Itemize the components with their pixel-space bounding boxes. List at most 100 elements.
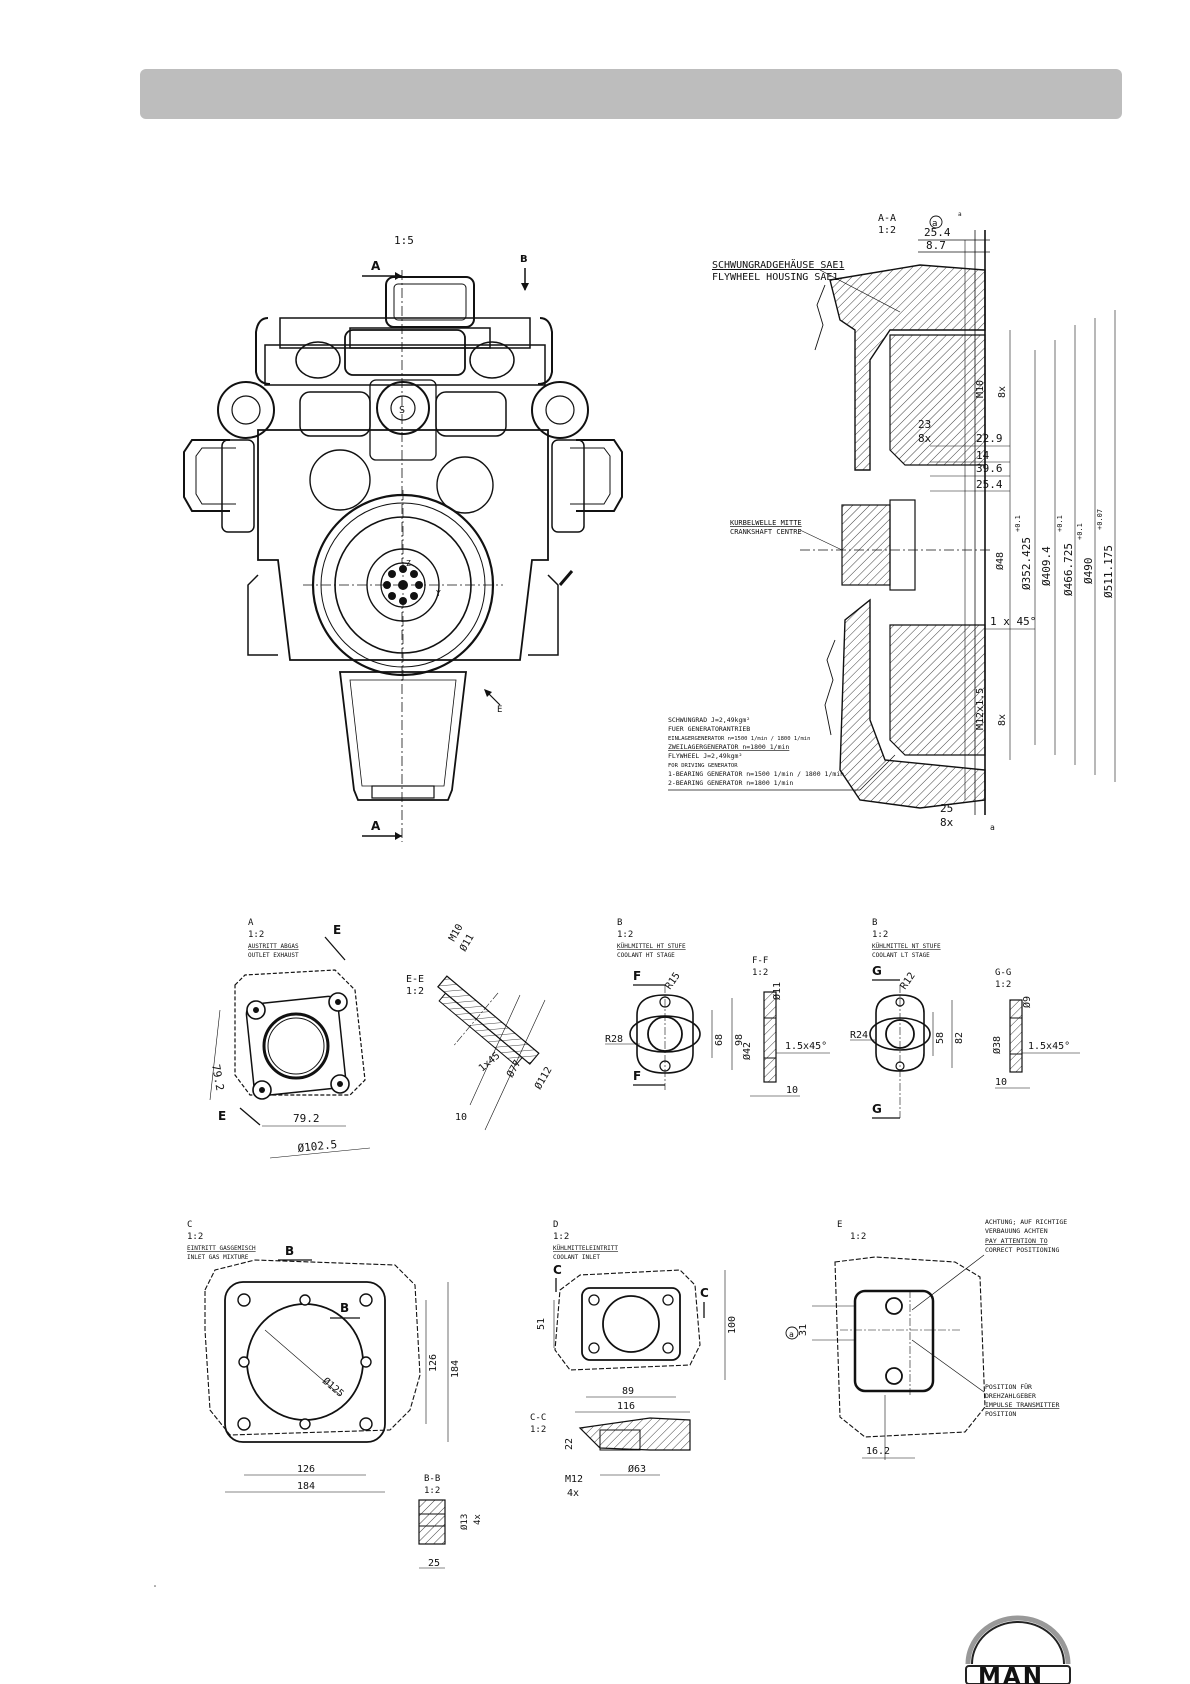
dim-d9: Ø9 [1021, 996, 1033, 1008]
dim-m12-count: 8x [997, 714, 1008, 726]
dim-d63: Ø63 [628, 1463, 646, 1475]
section-marker-b: B [520, 254, 528, 265]
dim-25-bb: 25 [428, 1558, 440, 1569]
dim-d112: Ø112 [532, 1065, 554, 1092]
section-cc-scale: 1:2 [530, 1425, 546, 1435]
flywheel-note: SCHWUNGRAD J=2,49kgm² [668, 716, 750, 724]
detail-a-exhaust: A 1:2 AUSTRITT ABGAS OUTLET EXHAUST E E … [209, 918, 371, 1159]
dim-r28: R28 [605, 1034, 623, 1045]
section-aa-title: A-A [878, 213, 896, 224]
detail-b-lt-title: B [872, 918, 877, 928]
note-top-line: VERBAUUNG ACHTEN [985, 1227, 1048, 1235]
dim-a-top: a [958, 211, 962, 218]
dim-10-gg: 10 [995, 1077, 1007, 1088]
dim-184-horz: 184 [297, 1481, 315, 1492]
flywheel-notes: SCHWUNGRAD J=2,49kgm² FUER GENERATORANTR… [668, 716, 896, 791]
engine-front-view: 1:5 A A B E S [183, 234, 623, 842]
section-bb-scale: 1:2 [424, 1486, 440, 1496]
detail-a-label-de: AUSTRITT ABGAS [248, 943, 299, 950]
dim-100: 100 [727, 1316, 738, 1334]
section-bb-title: B-B [424, 1474, 440, 1484]
marker-f-bottom: F [633, 1069, 641, 1083]
dim-79-2-horz: 79.2 [293, 1112, 320, 1125]
detail-c-scale: 1:2 [187, 1232, 203, 1242]
detail-d-label-en: COOLANT INLET [553, 1254, 600, 1261]
dim-d48: Ø48 [994, 552, 1006, 570]
detail-b-ht-label-de: KÜHLMITTEL HT STUFE [617, 943, 686, 950]
dim-r24: R24 [850, 1030, 868, 1041]
dim-d511: Ø511.175 [1102, 545, 1115, 598]
marker-e-top: E [333, 923, 341, 937]
flywheel-note: ZWEILAGERGENERATOR n=1800 1/min [668, 743, 789, 751]
section-ff-title: F-F [752, 956, 768, 966]
detail-a-title: A [248, 918, 254, 928]
dim-d352-tol: +0.1 [1014, 515, 1022, 532]
dim-m12: M12x1.5 [975, 688, 986, 730]
dim-8x-bottom: 8x [940, 816, 954, 829]
section-ee: E-E 1:2 M10 Ø11 1x45 Ø77 Ø112 10 [406, 922, 555, 1131]
dim-d511-tol: +0.07 [1096, 509, 1104, 530]
marker-c-right: C [700, 1286, 709, 1300]
detail-a-label-en: OUTLET EXHAUST [248, 952, 299, 959]
dim-chamfer-gg: 1.5x45° [1028, 1041, 1070, 1052]
flywheel-note: 1-BEARING GENERATOR n=1500 1/min / 1800 … [668, 770, 844, 778]
housing-label-de: SCHWUNGRADGEHÄUSE SAE1 [712, 258, 844, 271]
section-bb: B-B 1:2 Ø13 4x 25 [418, 1474, 483, 1569]
dim-d77: Ø77 [504, 1058, 523, 1080]
dim-d352: Ø352.425 [1020, 537, 1033, 590]
detail-b-ht: B 1:2 KÜHLMITTEL HT STUFE COOLANT HT STA… [605, 918, 745, 1090]
dim-m10-count: 8x [997, 386, 1008, 398]
section-gg: G-G 1:2 Ø9 Ø38 1.5x45° 10 [991, 968, 1080, 1089]
dim-d11-ff: Ø11 [771, 982, 783, 1000]
detail-b-lt: B 1:2 KÜHLMITTEL NT STUFE COOLANT LT STA… [850, 918, 965, 1119]
detail-b-lt-label-en: COOLANT LT STAGE [872, 952, 930, 959]
dim-89: 89 [622, 1386, 634, 1397]
dim-d102-5: Ø102.5 [297, 1138, 338, 1155]
main-view-scale: 1:5 [394, 234, 414, 247]
section-ff-scale: 1:2 [752, 968, 768, 978]
dim-82: 82 [954, 1032, 965, 1044]
section-ee-title: E-E [406, 974, 424, 985]
detail-e-scale: 1:2 [850, 1232, 866, 1242]
note-bottom-line: IMPULSE TRANSMITTER [985, 1401, 1059, 1409]
dim-a-bottom: a [990, 823, 995, 832]
dim-25-4-top: 25.4 [924, 226, 951, 239]
detail-d-label-de: KÜHLMITTELEINTRITT [553, 1245, 618, 1252]
dim-8x-a: 8x [918, 432, 932, 445]
detail-d-scale: 1:2 [553, 1232, 569, 1242]
dim-116: 116 [617, 1401, 635, 1412]
dim-68: 68 [714, 1034, 725, 1046]
dim-16-2: 16.2 [866, 1446, 890, 1457]
dim-d13: Ø13 [459, 1514, 470, 1530]
section-ff: F-F 1:2 Ø11 Ø42 1.5x45° 10 [741, 956, 830, 1097]
crank-label-de: KURBELWELLE MITTE [730, 519, 802, 527]
dim-d38: Ø38 [991, 1036, 1003, 1054]
flywheel-note: FOR DRIVING GENERATOR [668, 763, 738, 769]
dim-8-7: 8.7 [926, 239, 946, 252]
marker-f-top: F [633, 969, 641, 983]
dim-51: 51 [536, 1318, 547, 1330]
section-gg-scale: 1:2 [995, 980, 1011, 990]
crank-label-en: CRANKSHAFT CENTRE [730, 528, 802, 536]
detail-c-label-de: EINTRITT GASGEMISCH [187, 1245, 256, 1252]
dim-d409: Ø409.4 [1040, 546, 1053, 586]
dim-98: 98 [734, 1034, 745, 1046]
detail-b-lt-scale: 1:2 [872, 930, 888, 940]
section-marker-e: E [497, 705, 502, 715]
detail-b-ht-label-en: COOLANT HT STAGE [617, 952, 675, 959]
dim-d466-tol: +0.1 [1056, 515, 1064, 532]
detail-e-title: E [837, 1220, 842, 1230]
dim-14: 14 [976, 449, 990, 462]
detail-a-scale: 1:2 [248, 930, 264, 940]
dim-23: 23 [918, 418, 931, 431]
dim-d13-count: 4x [473, 1514, 483, 1525]
section-marker-a-bottom: A [371, 819, 381, 833]
section-cc-title: C-C [530, 1413, 546, 1423]
dim-d125: Ø125 [320, 1375, 346, 1400]
flywheel-note: 2-BEARING GENERATOR n=1800 1/min [668, 779, 793, 787]
note-top-line: CORRECT POSITIONING [985, 1246, 1059, 1254]
marker-e-bottom: E [218, 1109, 226, 1123]
dim-22-cc: 22 [564, 1438, 575, 1450]
section-aa-marker: a [932, 219, 937, 229]
dim-d490-tol: +0.1 [1076, 523, 1084, 540]
